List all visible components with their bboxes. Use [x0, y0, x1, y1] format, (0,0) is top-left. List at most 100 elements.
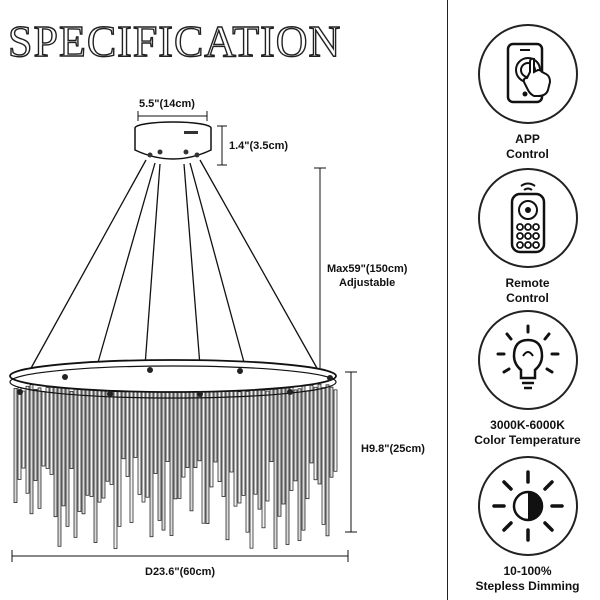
- crystal-rod: [85, 384, 90, 496]
- crystal-rod: [137, 384, 142, 495]
- crystal-rod: [285, 387, 290, 545]
- crystal-rod: [89, 389, 94, 497]
- crystal-rod: [129, 385, 134, 523]
- crystal-rod: [105, 389, 110, 482]
- crystal-rod: [25, 385, 30, 494]
- crystal-rod: [249, 388, 254, 549]
- crystal-rod: [93, 386, 98, 543]
- crystal-rod: [149, 385, 154, 538]
- crystal-rod: [241, 387, 246, 496]
- crystal-rod: [45, 387, 50, 469]
- crystal-rod: [77, 386, 82, 512]
- crystal-rod: [157, 390, 162, 521]
- crystal-rod: [229, 390, 234, 473]
- crystal-rod: [333, 389, 338, 472]
- crystal-rod: [277, 384, 282, 517]
- crystal-rod: [61, 386, 66, 507]
- crystal-rod: [21, 390, 26, 469]
- crystal-rod: [309, 384, 314, 464]
- feature-title: 10-100%: [503, 564, 552, 578]
- crystal-rod: [81, 384, 86, 515]
- crystal-rod: [261, 389, 266, 529]
- crystal-rod: [173, 384, 178, 500]
- crystal-rod: [245, 390, 250, 533]
- feature-title: 3000K-6000K: [490, 418, 565, 432]
- crystal-rod: [305, 390, 310, 500]
- top-height-label: 1.4"(3.5cm): [229, 140, 289, 152]
- sun-dimming-icon: [477, 456, 578, 556]
- crystal-rod: [165, 383, 170, 462]
- chandelier-drawing: [9, 111, 357, 562]
- smartphone-touch-icon: [477, 24, 578, 124]
- crystal-rod: [197, 389, 202, 462]
- crystal-rod: [33, 389, 38, 481]
- crystal-rod: [17, 387, 22, 480]
- crystal-rod: [41, 391, 46, 467]
- crystal-rod: [301, 385, 306, 531]
- light-bulb-icon: [477, 310, 578, 410]
- crystal-rod: [209, 384, 214, 488]
- feature-remote-control: Remote Control: [455, 168, 600, 306]
- crystal-rod: [141, 390, 146, 503]
- crystal-rod: [177, 384, 182, 499]
- crystal-rod: [233, 390, 238, 507]
- crystal-rod: [201, 386, 206, 524]
- feature-title: APP: [515, 132, 540, 146]
- feature-app-control: APP Control: [455, 24, 600, 162]
- crystal-rod: [317, 383, 322, 485]
- crystal-rod: [281, 386, 286, 505]
- crystal-rod: [161, 384, 166, 531]
- crystal-rod: [257, 388, 262, 510]
- crystal-rod: [265, 390, 270, 502]
- crystal-rod: [217, 383, 222, 482]
- crystal-rod: [101, 387, 106, 499]
- crystal-rod: [97, 387, 102, 503]
- crystal-rod: [181, 386, 186, 478]
- crystal-rod: [73, 387, 78, 538]
- crystal-rod: [237, 391, 242, 504]
- crystal-rod: [53, 385, 58, 518]
- crystal-rod: [113, 391, 118, 549]
- crystal-rod: [109, 389, 114, 485]
- diameter-label: D23.6"(60cm): [145, 566, 216, 578]
- feature-subtitle: Control: [506, 291, 549, 305]
- crystal-rod: [225, 387, 230, 541]
- crystal-rod: [273, 388, 278, 549]
- section-divider: [447, 0, 448, 600]
- crystal-rod: [57, 387, 62, 547]
- page-title: SPECIFICATION: [7, 17, 342, 66]
- feature-subtitle: Control: [506, 147, 549, 161]
- feature-subtitle: Stepless Dimming: [475, 579, 580, 593]
- crystal-rod: [297, 388, 302, 541]
- crystal-rod: [329, 386, 334, 478]
- crystal-rod: [69, 391, 74, 469]
- crystal-rod: [289, 385, 294, 491]
- crystal-rod: [49, 387, 54, 475]
- crystal-rod: [145, 384, 150, 498]
- crystal-rod: [213, 384, 218, 463]
- feature-subtitle: Color Temperature: [474, 433, 581, 447]
- crystal-rod: [65, 386, 70, 527]
- remote-control-icon: [477, 168, 578, 268]
- body-height-label: H9.8"(25cm): [361, 443, 425, 455]
- crystal-rod: [193, 387, 198, 468]
- crystal-rod: [153, 389, 158, 474]
- crystal-rod: [253, 384, 258, 495]
- feature-title: Remote: [505, 276, 550, 290]
- crystal-rod: [321, 387, 326, 525]
- crystal-rod: [269, 386, 274, 462]
- crystal-rod: [325, 384, 330, 537]
- crystal-rod: [293, 389, 298, 482]
- crystal-rod: [117, 388, 122, 527]
- cable-length-label: Max59"(150cm): [327, 263, 408, 275]
- crystal-rod: [169, 390, 174, 536]
- crystal-rod: [189, 384, 194, 512]
- feature-stepless-dimming: 10-100% Stepless Dimming: [455, 456, 600, 594]
- crystal-rod: [125, 386, 130, 477]
- cable-adjustable-label: Adjustable: [339, 277, 396, 289]
- crystal-rod: [313, 386, 318, 481]
- top-width-label: 5.5"(14cm): [139, 98, 195, 110]
- feature-color-temperature: 3000K-6000K Color Temperature: [455, 310, 600, 448]
- crystal-rod: [29, 384, 34, 515]
- crystal-rod: [13, 388, 18, 503]
